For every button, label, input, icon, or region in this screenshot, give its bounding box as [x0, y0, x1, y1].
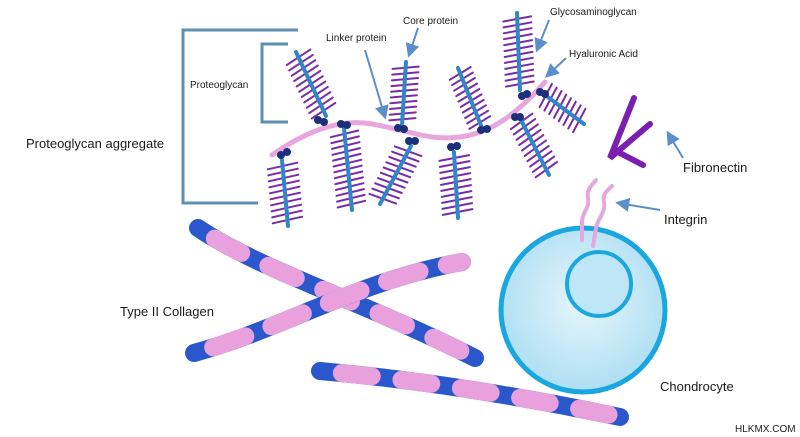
- proteoglycan-monomer: [438, 150, 474, 220]
- proteoglycan-monomer: [448, 66, 492, 130]
- label-linker-protein: Linker protein: [326, 33, 387, 44]
- fibronectin-arrow: [666, 130, 684, 159]
- proteoglycan-monomer: [368, 144, 423, 206]
- linker-proteins: [277, 88, 549, 159]
- fibronectin: [607, 95, 653, 168]
- label-proteoglycan: Proteoglycan: [190, 80, 248, 91]
- label-integrin: Integrin: [664, 212, 707, 227]
- core-protein: [517, 114, 551, 177]
- core-protein: [515, 11, 522, 92]
- collagen-fiber-1: [189, 219, 484, 367]
- linker-arrow: [364, 49, 389, 120]
- label-type-ii-collagen: Type II Collagen: [120, 304, 214, 319]
- core-protein: [342, 126, 354, 212]
- proteoglycan-bracket: [260, 42, 288, 124]
- proteoglycan-monomer: [285, 48, 337, 120]
- core-protein: [400, 60, 408, 127]
- integrin: [580, 178, 614, 248]
- proteoglycan-monomer: [502, 11, 535, 92]
- watermark: HLKMX.COM: [735, 424, 796, 435]
- collagen-fiber-3: [311, 362, 629, 426]
- label-glycosaminoglycan: Glycosaminoglycan: [550, 7, 637, 18]
- core-protein: [280, 158, 290, 228]
- core-protein: [539, 90, 586, 126]
- proteoglycan-monomer: [388, 60, 420, 127]
- core-protein: [452, 150, 460, 220]
- proteoglycan-monomers: [266, 11, 587, 228]
- gag-arrow: [534, 19, 550, 53]
- proteoglycan-monomer: [510, 112, 558, 179]
- core-protein: [294, 50, 328, 118]
- hyaluronic-acid-backbone: [269, 79, 548, 158]
- hyaluronic-arrow: [544, 57, 567, 78]
- proteoglycan-monomer: [266, 158, 304, 228]
- nucleus: [565, 250, 633, 318]
- label-arrows: [364, 19, 684, 212]
- core-protein: [378, 144, 413, 206]
- label-fibronectin: Fibronectin: [683, 160, 747, 175]
- label-chondrocyte: Chondrocyte: [660, 379, 734, 394]
- integrin-arrow: [615, 197, 661, 212]
- chondrocyte-cell: [498, 225, 668, 395]
- label-hyaluronic-acid: Hyaluronic Acid: [569, 49, 638, 60]
- core-protein: [456, 66, 484, 130]
- collagen-fiber-2: [185, 253, 471, 362]
- aggregate-bracket: [181, 28, 298, 205]
- core-arrow: [405, 27, 420, 58]
- label-proteoglycan-aggregate: Proteoglycan aggregate: [26, 136, 164, 151]
- proteoglycan-monomer: [329, 126, 367, 212]
- label-core-protein: Core protein: [403, 16, 458, 27]
